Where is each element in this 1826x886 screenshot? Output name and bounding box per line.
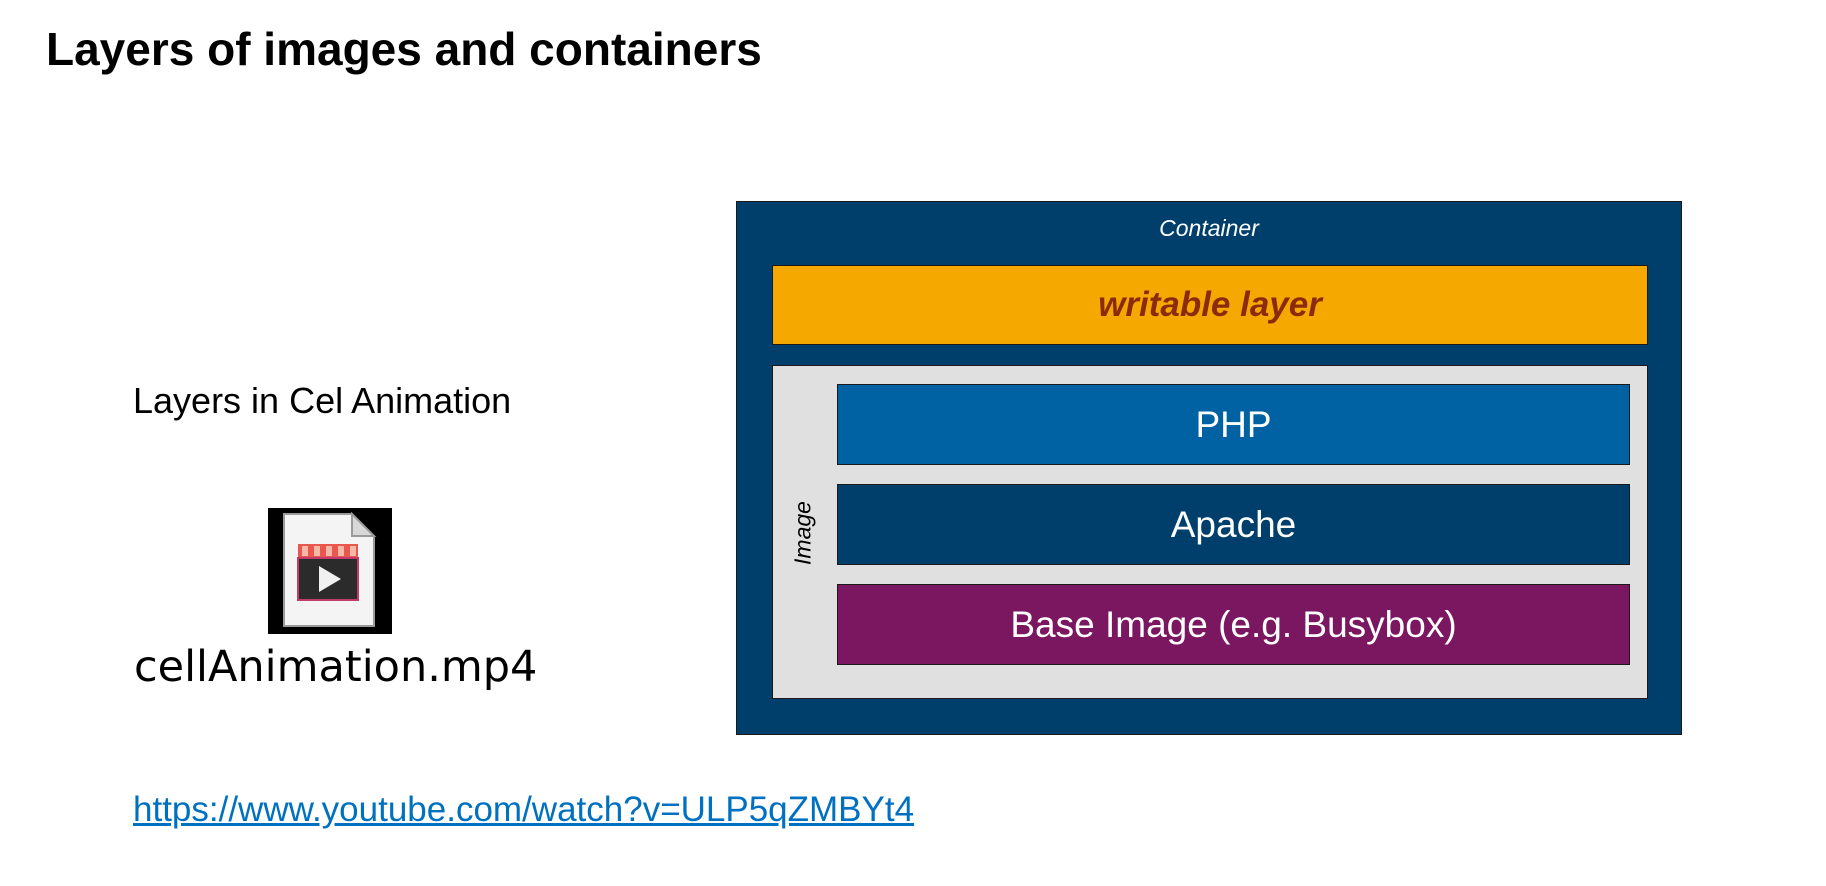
apache-layer: Apache — [837, 484, 1630, 565]
writable-layer: writable layer — [772, 265, 1648, 345]
youtube-link[interactable]: https://www.youtube.com/watch?v=ULP5qZMB… — [133, 790, 915, 829]
image-label: Image — [789, 501, 816, 565]
slide-title: Layers of images and containers — [46, 23, 762, 75]
animation-label: Layers in Cel Animation — [133, 380, 512, 421]
php-layer: PHP — [837, 384, 1630, 465]
container-box: Container writable layer Image PHP Apach… — [736, 201, 1682, 735]
base-image-layer: Base Image (e.g. Busybox) — [837, 584, 1630, 665]
base-image-layer-label: Base Image (e.g. Busybox) — [1010, 603, 1457, 645]
image-box: Image PHP Apache Base Image (e.g. Busybo… — [772, 365, 1648, 699]
file-name[interactable]: cellAnimation.mp4 — [134, 642, 538, 692]
container-label: Container — [1159, 215, 1259, 241]
writable-layer-label: writable layer — [1098, 285, 1322, 324]
php-layer-label: PHP — [1195, 403, 1272, 445]
apache-layer-label: Apache — [1170, 503, 1297, 545]
video-file-icon[interactable] — [268, 508, 392, 634]
